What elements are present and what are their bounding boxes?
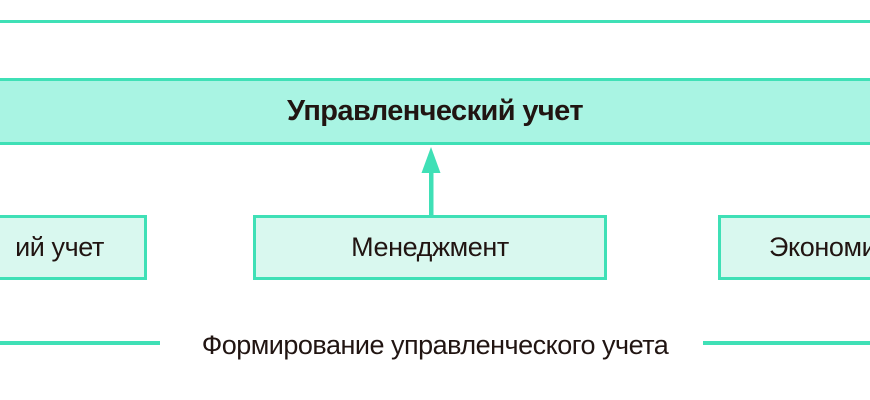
arrow-up-icon xyxy=(421,147,441,217)
top-border-line xyxy=(0,20,870,23)
management-accounting-label: Управленческий учет xyxy=(287,95,583,127)
source-box-economics: Экономич xyxy=(718,215,870,280)
management-accounting-box: Управленческий учет xyxy=(0,78,870,145)
source-box-accounting-label: ий учет xyxy=(15,232,104,262)
source-box-management: Менеджмент xyxy=(253,215,607,280)
source-box-economics-label: Экономич xyxy=(769,232,870,262)
caption-rule-right xyxy=(703,341,870,345)
caption-text: Формирование управленческого учета xyxy=(201,330,669,360)
source-box-accounting: ий учет xyxy=(0,215,147,280)
caption-rule-left xyxy=(0,341,160,345)
source-box-management-label: Менеджмент xyxy=(351,232,509,262)
